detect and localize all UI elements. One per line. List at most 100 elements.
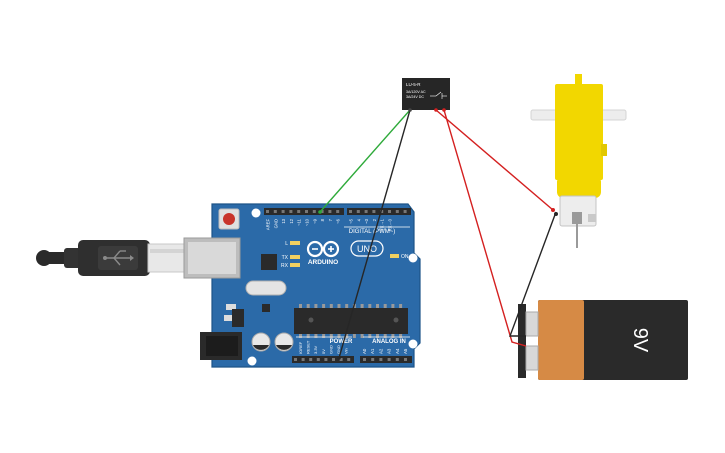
- header-pin[interactable]: [387, 358, 391, 361]
- wire-red-to-battery[interactable]: [443, 109, 527, 347]
- pin-label: IOREF: [298, 341, 303, 354]
- mounting-hole: [251, 208, 261, 218]
- header-pin[interactable]: [364, 210, 368, 213]
- header-pin[interactable]: [328, 210, 332, 213]
- dc-gear-motor[interactable]: [530, 74, 627, 248]
- usb-controller-chip: [261, 254, 277, 270]
- header-pin[interactable]: [312, 210, 316, 213]
- pin-label: ~6: [336, 218, 341, 223]
- header-pin[interactable]: [309, 358, 313, 361]
- header-pin[interactable]: [336, 210, 340, 213]
- pin-label: 13: [281, 218, 286, 223]
- pin-label: A5: [403, 348, 408, 354]
- analog-in-label: ANALOG IN: [372, 339, 406, 345]
- header-strip: [347, 208, 411, 215]
- reset-button[interactable]: [218, 208, 240, 230]
- wire-black-ground[interactable]: [338, 109, 411, 359]
- mounting-hole: [247, 356, 257, 366]
- relay[interactable]: LU-5-R 3A/120V AC 3A/24V DC: [402, 78, 450, 110]
- pin-label: 3.3V: [313, 345, 318, 354]
- pin-label: 4: [356, 218, 361, 221]
- pin-label: GND: [336, 345, 341, 354]
- arduino-brand-label: ARDUINO: [308, 259, 338, 266]
- pin-label: RESET: [306, 340, 311, 354]
- pin-label: Vin: [344, 348, 349, 354]
- pin-label: 8: [320, 218, 325, 221]
- header-pin[interactable]: [297, 210, 301, 213]
- header-pin[interactable]: [266, 210, 269, 213]
- battery-terminal-clip: [518, 304, 526, 378]
- header-pin[interactable]: [379, 358, 383, 361]
- pin-label: ~3: [364, 218, 369, 223]
- led-tx-label: TX: [282, 255, 289, 261]
- header-pin[interactable]: [356, 210, 360, 213]
- led-indicators: L TX RX ON: [281, 241, 409, 269]
- header-pin[interactable]: [294, 358, 297, 361]
- wire-green-signal[interactable]: [319, 109, 411, 213]
- pin-label: 5V: [321, 349, 326, 354]
- header-pin[interactable]: [301, 358, 305, 361]
- header-pin[interactable]: [404, 358, 407, 361]
- analog-header: [360, 356, 412, 363]
- power-header: [292, 356, 354, 363]
- header-pin[interactable]: [316, 358, 320, 361]
- header-pin[interactable]: [320, 210, 324, 213]
- battery-terminal: [525, 311, 539, 337]
- header-pin[interactable]: [388, 210, 391, 213]
- crystal: [245, 280, 287, 296]
- pin-label: GND: [273, 219, 278, 228]
- pin-label: A1: [370, 348, 375, 354]
- mounting-hole: [408, 253, 418, 263]
- header-pin[interactable]: [347, 358, 351, 361]
- header-pin[interactable]: [363, 358, 366, 361]
- header-pin[interactable]: [305, 210, 308, 213]
- relay-model-label: LU-5-R: [406, 82, 421, 87]
- battery-terminal: [525, 345, 539, 371]
- usb-cable[interactable]: [36, 240, 187, 276]
- arduino-logo-icon: [306, 240, 340, 258]
- wire-black-motor-battery[interactable]: [508, 211, 557, 337]
- header-pin[interactable]: [273, 210, 277, 213]
- header-pin[interactable]: [403, 210, 407, 213]
- header-pin[interactable]: [372, 210, 376, 213]
- header-strip: [264, 208, 344, 215]
- wire-red-to-motor[interactable]: [435, 109, 554, 211]
- header-pin[interactable]: [395, 358, 399, 361]
- power-label: POWER: [330, 339, 353, 345]
- header-pin[interactable]: [324, 358, 328, 361]
- mounting-hole: [408, 339, 418, 349]
- battery-9v[interactable]: 9V: [518, 300, 688, 380]
- relay-dc-rating: 3A/24V DC: [406, 95, 424, 99]
- header-pin[interactable]: [371, 358, 375, 361]
- header-pin[interactable]: [339, 358, 343, 361]
- capacitor: [251, 332, 271, 352]
- atmega-microcontroller: [294, 304, 408, 338]
- wires: [319, 109, 557, 359]
- pin-label: ~9: [312, 218, 317, 223]
- header-pin[interactable]: [349, 210, 352, 213]
- led-l-label: L: [285, 241, 288, 247]
- pin-label: 7: [328, 218, 333, 221]
- header-pin[interactable]: [395, 210, 399, 213]
- pin-label: 2: [372, 218, 377, 221]
- header-pin[interactable]: [380, 210, 384, 213]
- wire-endpoints: [318, 108, 558, 360]
- battery-voltage-label: 9V: [629, 328, 651, 353]
- relay-switch-icon: [430, 91, 447, 99]
- header-pin[interactable]: [332, 358, 335, 361]
- led-rx-label: RX: [281, 263, 289, 269]
- header-pin[interactable]: [281, 210, 285, 213]
- pin-label: GND: [328, 345, 333, 354]
- pin-label: 12: [289, 218, 294, 223]
- pin-label: RX←0: [388, 218, 393, 231]
- on-label: ON: [401, 254, 409, 260]
- pin-label: A4: [395, 348, 400, 354]
- pin-label: ~5: [349, 218, 354, 223]
- header-pin[interactable]: [289, 210, 293, 213]
- dc-power-jack: [200, 332, 242, 360]
- pin-label: ~11: [297, 218, 302, 225]
- pin-label: A2: [378, 348, 383, 354]
- pin-label: A0: [362, 348, 367, 354]
